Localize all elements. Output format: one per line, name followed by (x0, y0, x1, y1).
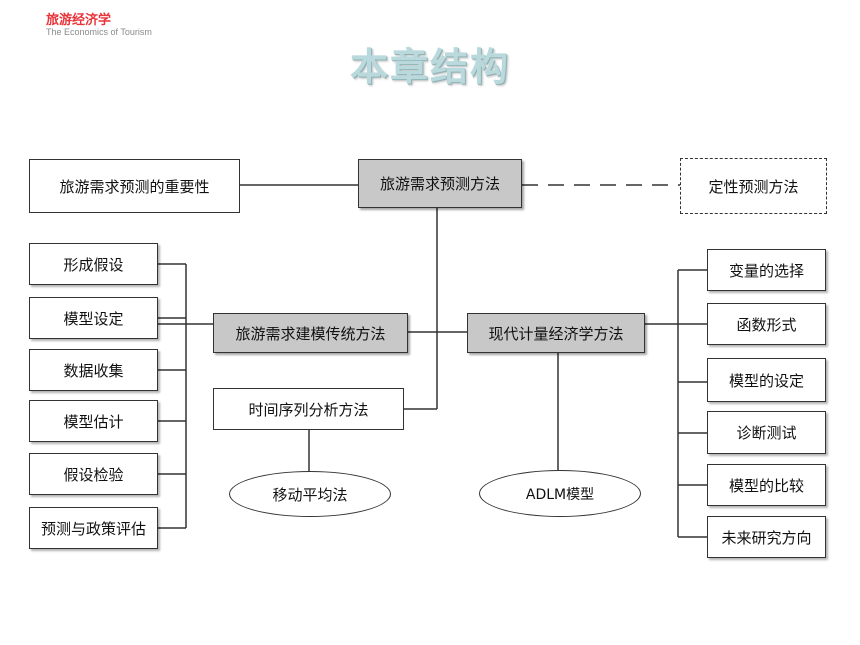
node-moving-average: 移动平均法 (229, 471, 391, 517)
node-qualitative: 定性预测方法 (680, 158, 827, 214)
node-traditional: 旅游需求建模传统方法 (213, 313, 408, 353)
left-item-2: 模型设定 (29, 297, 158, 339)
page-title: 本章结构 (349, 45, 510, 89)
right-item-5: 模型的比较 (707, 464, 826, 506)
right-item-6: 未来研究方向 (707, 516, 826, 558)
left-item-1: 形成假设 (29, 243, 158, 285)
node-time-series: 时间序列分析方法 (213, 388, 404, 430)
node-adlm: ADLM模型 (479, 470, 641, 517)
left-item-6: 预测与政策评估 (29, 507, 158, 549)
right-item-1: 变量的选择 (707, 249, 826, 291)
brand-subtitle: The Economics of Tourism (46, 27, 152, 37)
node-modern: 现代计量经济学方法 (467, 313, 645, 353)
brand-logo-text: 旅游经济学 (46, 13, 112, 28)
left-item-4: 模型估计 (29, 400, 158, 442)
right-item-3: 模型的设定 (707, 358, 826, 402)
node-importance: 旅游需求预测的重要性 (29, 159, 240, 213)
node-center: 旅游需求预测方法 (358, 159, 522, 208)
left-item-3: 数据收集 (29, 349, 158, 391)
right-item-2: 函数形式 (707, 303, 826, 345)
right-item-4: 诊断测试 (707, 411, 826, 454)
left-item-5: 假设检验 (29, 453, 158, 495)
